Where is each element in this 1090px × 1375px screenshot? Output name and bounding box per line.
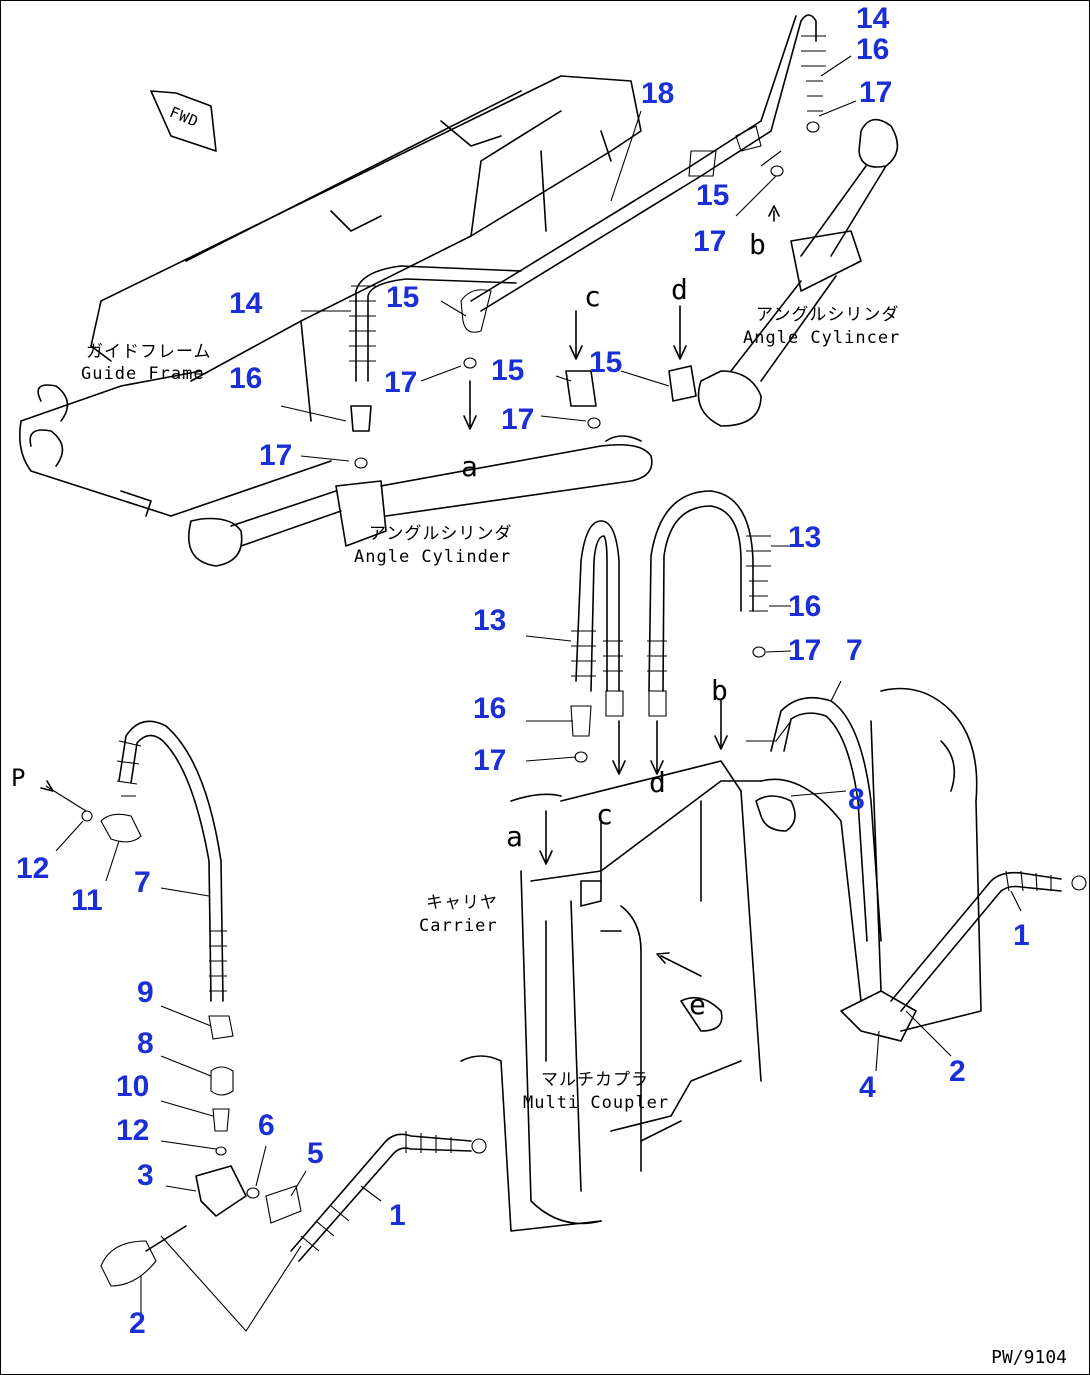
- ref-b-lower: b: [711, 674, 728, 707]
- part-number-14: 14: [856, 2, 890, 35]
- hose-1-right: [840, 870, 1087, 1042]
- part-number-4: 4: [859, 1071, 876, 1104]
- part-number-7: 7: [846, 634, 863, 667]
- part-number-7: 7: [134, 866, 151, 899]
- part-number-11: 11: [71, 884, 103, 917]
- part-number-10: 10: [116, 1070, 150, 1103]
- angle-cylinder-upper-label-en: Angle Cylincer: [743, 328, 901, 348]
- multi-coupler-label-jp: マルチカプラ: [541, 1070, 649, 1090]
- part-number-17: 17: [473, 744, 507, 777]
- part-number-2: 2: [129, 1307, 146, 1340]
- upper-leader-lines: [280, 55, 857, 462]
- angle-cylinder-upper-outline: [697, 118, 899, 427]
- part-number-17: 17: [259, 439, 293, 472]
- part-number-15: 15: [589, 346, 623, 379]
- carrier-outline: [460, 687, 982, 1232]
- part-number-18: 18: [641, 77, 675, 110]
- part-number-16: 16: [229, 362, 263, 395]
- part-number-17: 17: [859, 76, 893, 109]
- part-number-1: 1: [389, 1199, 406, 1232]
- upper-hoses: [349, 14, 826, 382]
- part-number-8: 8: [848, 783, 865, 816]
- carrier-label-jp: キャリヤ: [426, 893, 498, 913]
- fwd-arrow-icon: [150, 90, 217, 152]
- part-number-17: 17: [693, 225, 727, 258]
- guide-frame-label-jp: ガイドフレーム: [86, 342, 212, 362]
- lower-left-assembly: [81, 720, 487, 1332]
- part-number-15: 15: [696, 179, 730, 212]
- part-number-2: 2: [949, 1055, 966, 1088]
- part-number-17: 17: [501, 403, 535, 436]
- part-number-12: 12: [16, 852, 50, 885]
- guide-frame-outline: [18, 75, 642, 517]
- cylinder-fittings: [350, 121, 820, 469]
- angle-cylinder-lower-outline: [187, 435, 653, 567]
- ref-b-upper: b: [749, 228, 766, 261]
- ref-d-lower: d: [649, 766, 666, 799]
- part-number-13: 13: [788, 521, 822, 554]
- part-number-16: 16: [473, 692, 507, 725]
- part-number-1: 1: [1013, 919, 1030, 952]
- ref-a-upper: a: [461, 450, 478, 483]
- ref-d-upper: d: [671, 273, 688, 306]
- drawing-id-label: PW/9104: [991, 1347, 1067, 1368]
- ref-a-lower: a: [506, 820, 523, 853]
- ref-p: P: [11, 764, 26, 792]
- lower-leader-lines: [40, 545, 1022, 1321]
- angle-cylinder-lower-label-jp: アングルシリンダ: [369, 524, 513, 544]
- lower-right-hoses: [570, 490, 882, 942]
- part-number-3: 3: [137, 1159, 154, 1192]
- part-number-16: 16: [788, 590, 822, 623]
- part-number-12: 12: [116, 1114, 150, 1147]
- part-number-15: 15: [386, 281, 420, 314]
- part-number-16: 16: [856, 33, 890, 66]
- part-number-14: 14: [229, 287, 263, 320]
- angle-cylinder-lower-label-en: Angle Cylinder: [354, 547, 512, 567]
- guide-frame-label-en: Guide Frame: [81, 364, 205, 384]
- part-number-15: 15: [491, 354, 525, 387]
- ref-c-lower: c: [596, 798, 613, 831]
- part-number-9: 9: [137, 976, 154, 1009]
- part-number-17: 17: [384, 366, 418, 399]
- part-number-13: 13: [473, 604, 507, 637]
- angle-cylinder-upper-label-jp: アングルシリンダ: [756, 305, 900, 325]
- part-number-17: 17: [788, 634, 822, 667]
- multi-coupler-label-en: Multi Coupler: [523, 1093, 670, 1113]
- part-number-6: 6: [258, 1109, 275, 1142]
- ref-c-upper: c: [584, 280, 601, 313]
- ref-e: e: [689, 988, 706, 1021]
- part-number-8: 8: [137, 1027, 154, 1060]
- carrier-label-en: Carrier: [419, 916, 498, 936]
- part-number-5: 5: [307, 1137, 324, 1170]
